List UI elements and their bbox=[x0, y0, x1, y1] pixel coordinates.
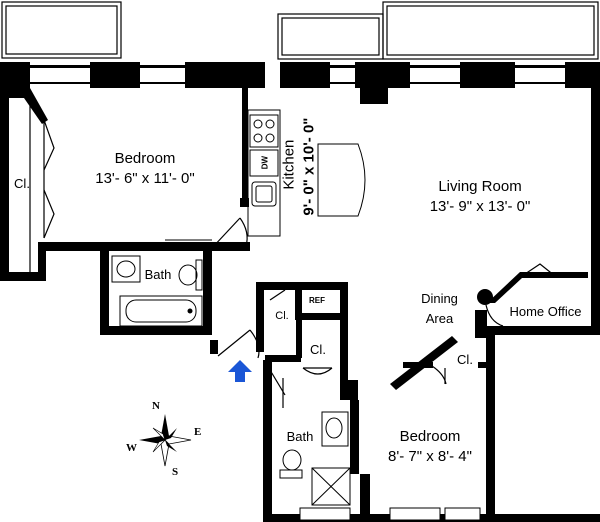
kitchen-dims: 9'- 0" x 10'- 0" bbox=[300, 117, 318, 216]
closet-doors bbox=[29, 98, 55, 272]
core-doors bbox=[269, 289, 333, 408]
living-room-dims: 13'- 9" x 13'- 0" bbox=[429, 198, 531, 215]
arrow-up-icon bbox=[228, 360, 252, 382]
bath-fixtures bbox=[111, 255, 203, 327]
closet-label-bedroom2: Cl. bbox=[457, 352, 473, 367]
compass-north: N bbox=[152, 400, 160, 412]
compass-west: W bbox=[126, 442, 137, 454]
kitchen-name: Kitchen bbox=[280, 139, 298, 190]
kitchen-fixtures bbox=[247, 109, 366, 237]
closet-label-hall: Cl. bbox=[310, 342, 326, 357]
doors bbox=[165, 217, 260, 359]
bedroom-main-name: Bedroom bbox=[114, 150, 176, 167]
compass-east: E bbox=[194, 426, 202, 438]
closet-label-small: Cl. bbox=[275, 310, 289, 322]
bedroom-second-name: Bedroom bbox=[399, 428, 461, 445]
office-door bbox=[485, 263, 556, 327]
refrigerator-label: REF bbox=[309, 296, 325, 305]
living-room-name: Living Room bbox=[438, 178, 522, 195]
office-partition bbox=[475, 272, 588, 338]
bedroom-second-dims: 8'- 7" x 8'- 4" bbox=[388, 448, 472, 465]
home-office-name: Home Office bbox=[509, 304, 582, 319]
compass-rose-icon bbox=[139, 414, 192, 467]
compass-south: S bbox=[172, 466, 179, 478]
bath-second-name: Bath bbox=[286, 429, 314, 444]
bath2-fixtures bbox=[279, 411, 351, 506]
bedroom-main-dims: 13'- 6" x 11'- 0" bbox=[95, 170, 195, 187]
windows bbox=[299, 507, 481, 521]
dining-area-line1: Dining bbox=[421, 291, 458, 306]
dishwasher-label: DW bbox=[260, 155, 270, 170]
bath-main-name: Bath bbox=[144, 267, 172, 282]
closet-label-bedroom: Cl. bbox=[14, 176, 30, 191]
sliding-door bbox=[390, 336, 458, 390]
balconies bbox=[1, 1, 599, 60]
walls bbox=[0, 62, 600, 522]
dining-area-line2: Area bbox=[425, 311, 454, 326]
bedroom2-closet-door bbox=[431, 365, 447, 385]
